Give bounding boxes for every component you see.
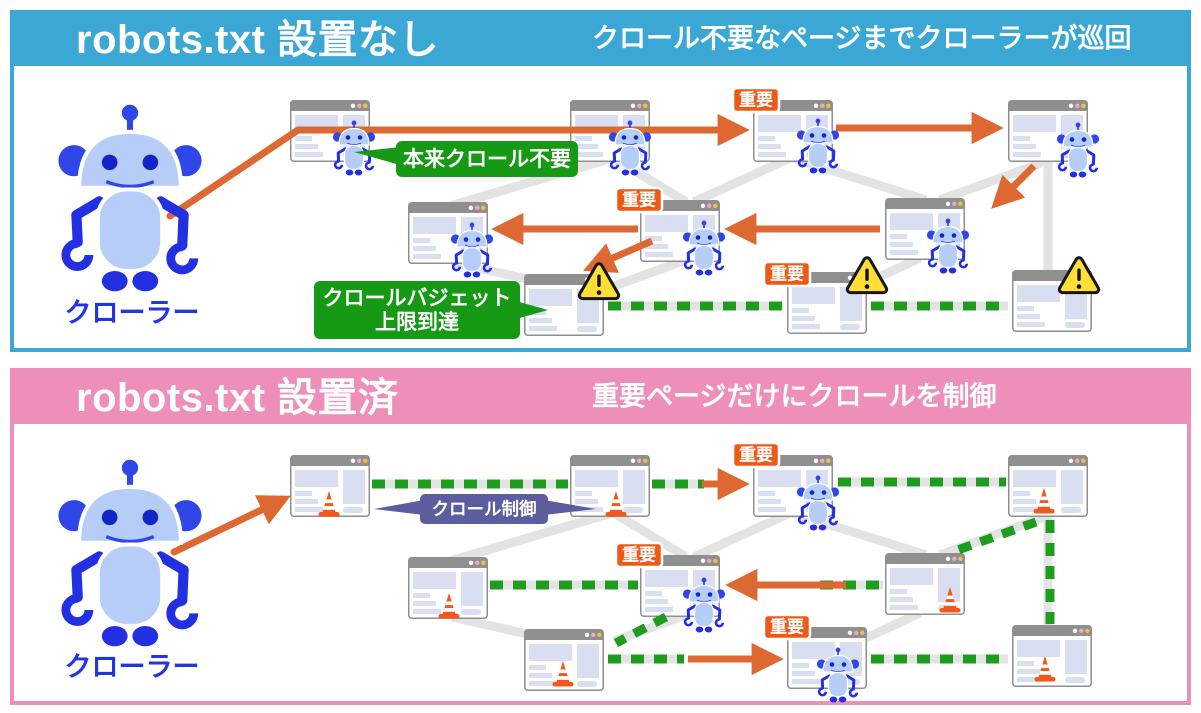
- panel-top-subtitle: クロール不要なページまでクローラーが巡回: [592, 23, 1132, 54]
- panel-top-diagram: 重要 重要 重要 本来クロール不要 クロールバジェット 上限到達: [58, 86, 1101, 339]
- crawler-robot-icon: [58, 105, 201, 292]
- crawler-label: クローラー: [65, 652, 200, 682]
- crawler-character: クローラー: [58, 105, 201, 328]
- crawl-path-arrows: [170, 467, 846, 676]
- important-badge: 重要: [731, 441, 781, 469]
- panel-top-title: robots.txt 設置なし: [76, 18, 440, 62]
- panel-bottom-diagram: 重要 重要 重要 クロール制御 クローラー: [58, 441, 1092, 703]
- callout-no-crawl-needed: 本来クロール不要: [354, 141, 578, 177]
- important-badge: 重要: [762, 260, 812, 288]
- panel-bottom-header: robots.txt 設置済 重要ページだけにクロールを制御: [10, 368, 1191, 420]
- crawler-character: クローラー: [58, 460, 201, 682]
- crawl-path-arrows: [166, 111, 1037, 273]
- callout-crawl-control: クロール制御: [374, 494, 596, 524]
- controlled-link-dashes: [372, 477, 1055, 664]
- svg-text:クロールバジェット: クロールバジェット: [323, 287, 512, 310]
- svg-text:重要: 重要: [739, 90, 773, 110]
- panel-top-header: robots.txt 設置なし クロール不要なページまでクローラーが巡回: [10, 10, 1191, 62]
- important-badge: 重要: [614, 541, 664, 569]
- svg-text:上限到達: 上限到達: [375, 310, 459, 334]
- important-badge: 重要: [614, 186, 664, 214]
- important-badge: 重要: [762, 613, 812, 641]
- svg-text:重要: 重要: [770, 264, 804, 284]
- crawler-label: クローラー: [65, 298, 200, 328]
- svg-text:クロール制御: クロール制御: [432, 499, 537, 519]
- panel-bottom-title: robots.txt 設置済: [76, 376, 399, 420]
- svg-text:重要: 重要: [770, 617, 804, 637]
- svg-text:重要: 重要: [739, 445, 773, 465]
- svg-text:重要: 重要: [622, 190, 656, 210]
- callout-crawl-budget: クロールバジェット 上限到達: [314, 281, 548, 339]
- svg-text:重要: 重要: [622, 545, 656, 565]
- crawler-robot-icon: [58, 460, 201, 647]
- panel-bottom-subtitle: 重要ページだけにクロールを制御: [592, 381, 997, 412]
- important-badge: 重要: [731, 86, 781, 114]
- svg-text:本来クロール不要: 本来クロール不要: [403, 147, 571, 171]
